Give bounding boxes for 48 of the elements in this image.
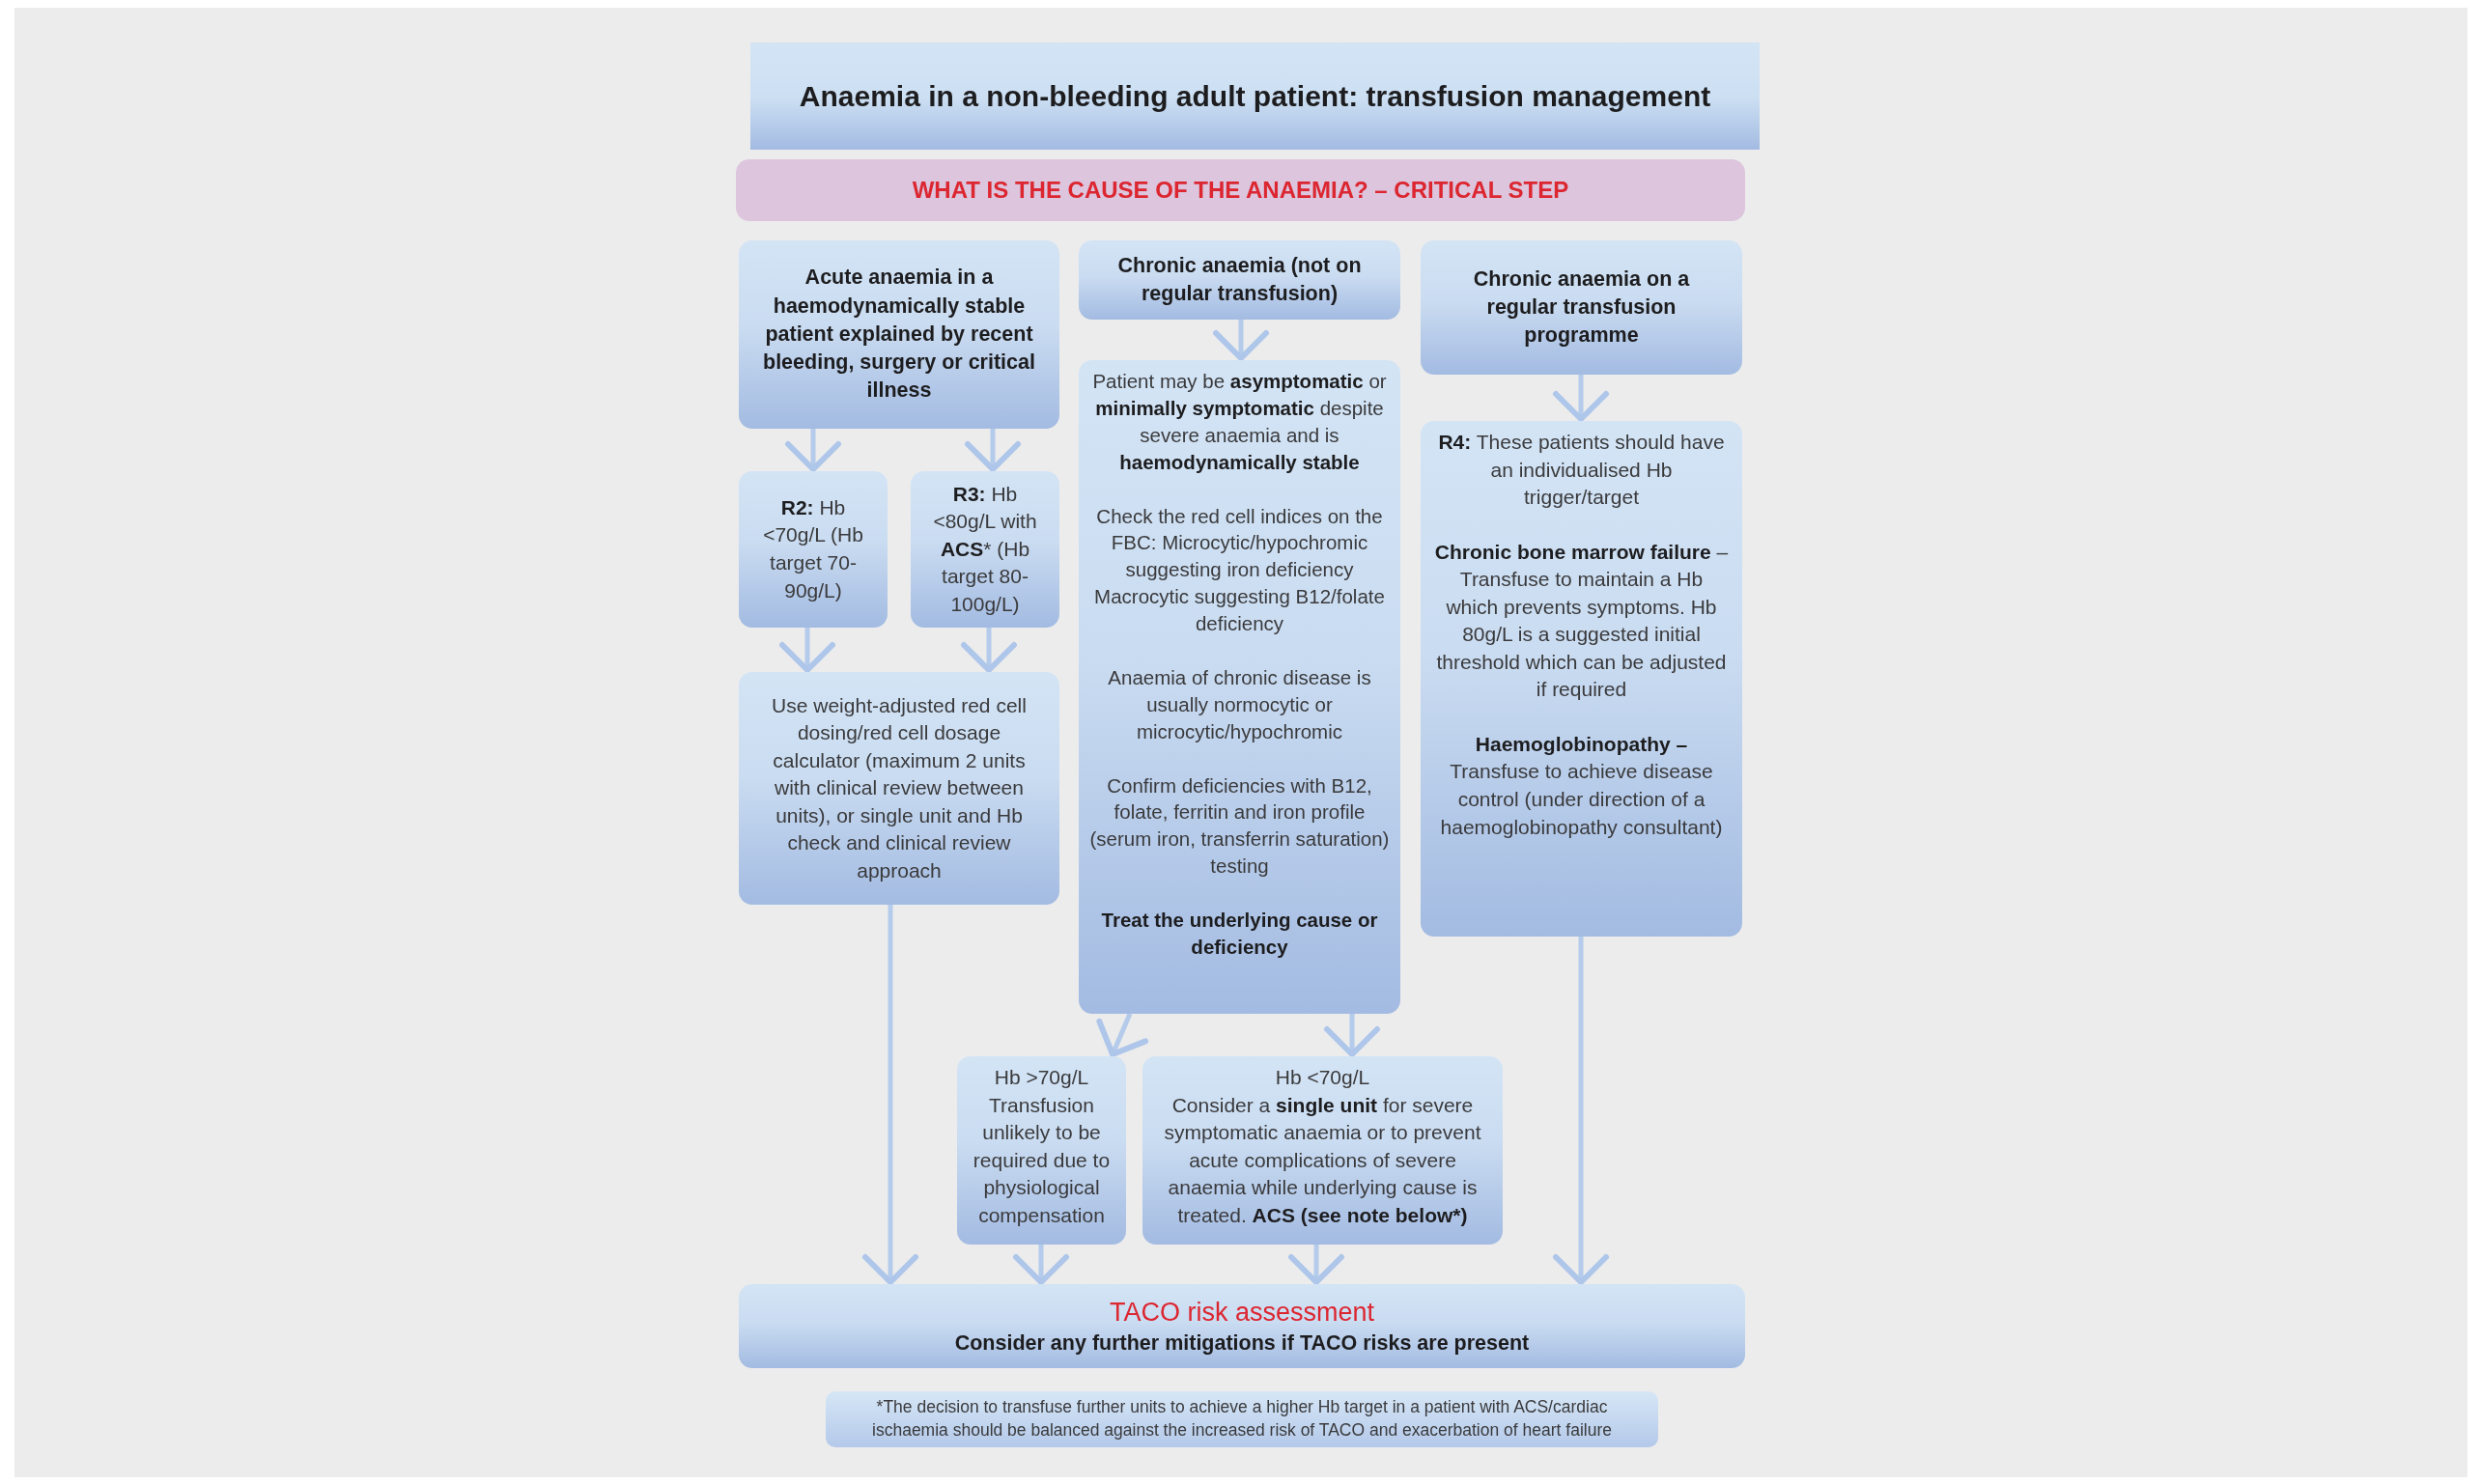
process-box [1079,240,1400,320]
body-text: Consider a single unit for severe symptomatic anaemia or to prevent acute complications of severe anaemia while underlying cause is treated. ACS (see note below*) [1163,1092,1482,1228]
body-text: R3: Hb <80g/L with ACS* (Hb target 80-100g/L) [932,481,1038,617]
arrow [965,429,1021,472]
body-text: Consider any further mitigations if TACO risks are present [954,1330,1530,1358]
arrow [1553,937,1609,1285]
arrow [961,628,1017,673]
arrow [1324,1014,1380,1057]
body-text: Acute anaemia in a haemodynamically stable patient explained by recent bleeding, surgery or critical illness [762,265,1036,405]
body-text: Hb <70g/L [1275,1065,1370,1090]
footnote-box [826,1391,1658,1447]
body-text: Chronic anaemia (not on regular transfusion) [1116,252,1363,307]
body-text: Hb >70g/L [994,1065,1089,1090]
heading-text: TACO risk assessment [1109,1296,1375,1329]
body-text: Transfusion unlikely to be required due to physiological compensation [972,1092,1112,1228]
body-text: Haemoglobinopathy – Transfuse to achieve disease control (under direction of a haemoglobinopathy consultant) [1439,731,1724,840]
process-box [739,1284,1745,1368]
process-box [1421,421,1742,937]
heading-text: WHAT IS THE CAUSE OF THE ANAEMIA? – CRITICAL STEP [912,175,1569,205]
process-box [957,1056,1126,1245]
arrow [779,628,835,673]
process-box [739,240,1059,429]
question-banner [736,159,1745,221]
body-text: R2: Hb <70g/L (Hb target 70-90g/L) [762,494,864,603]
body-text: Patient may be asymptomatic or minimally symptomatic despite severe anaemia and is haemodynamically stable [1091,369,1388,475]
process-box [739,471,888,628]
arrow [785,429,841,472]
process-box [1142,1056,1503,1245]
body-text: Chronic anaemia on a regular transfusion programme [1472,266,1691,350]
process-box [739,672,1059,905]
process-box [1079,360,1400,1014]
arrow [1213,320,1269,361]
body-text: Check the red cell indices on the FBC: Microcytic/hypochromic suggesting iron deficiency Macrocytic suggesting B12/folate deficiency [1093,503,1386,636]
body-text: Use weight-adjusted red cell dosing/red cell dosage calculator (maximum 2 units with clinical review between units), or single unit and Hb check and clinical review approach [771,692,1028,883]
body-text: Chronic bone marrow failure – Transfuse to maintain a Hb which prevents symptoms. Hb 80g/L is a suggested initial threshold which can be adjusted if required [1434,539,1729,703]
arrow [1013,1245,1069,1285]
body-text: Anaemia of chronic disease is usually normocytic or microcytic/hypochromic [1107,664,1372,744]
body-text: Treat the underlying cause or deficiency [1100,908,1379,960]
arrow [862,905,918,1285]
process-box [1421,240,1742,375]
body-text: R4: These patients should have an individualised Hb trigger/target [1437,430,1726,511]
body-text: *The decision to transfuse further units to achieve a higher Hb target in a patient with ACS/cardiac ischaemia should be balanced against the increased risk of TACO and exacerbation of heart failure [871,1396,1613,1442]
diagram-title: Anaemia in a non-bleeding adult patient: transfusion management [750,42,1760,150]
body-text: Confirm deficiencies with B12, folate, ferritin and iron profile (serum iron, transferrin saturation) testing [1088,772,1391,880]
arrow [1288,1245,1344,1285]
arrow [1096,1013,1149,1057]
process-box [911,471,1059,628]
arrow [1553,375,1609,422]
